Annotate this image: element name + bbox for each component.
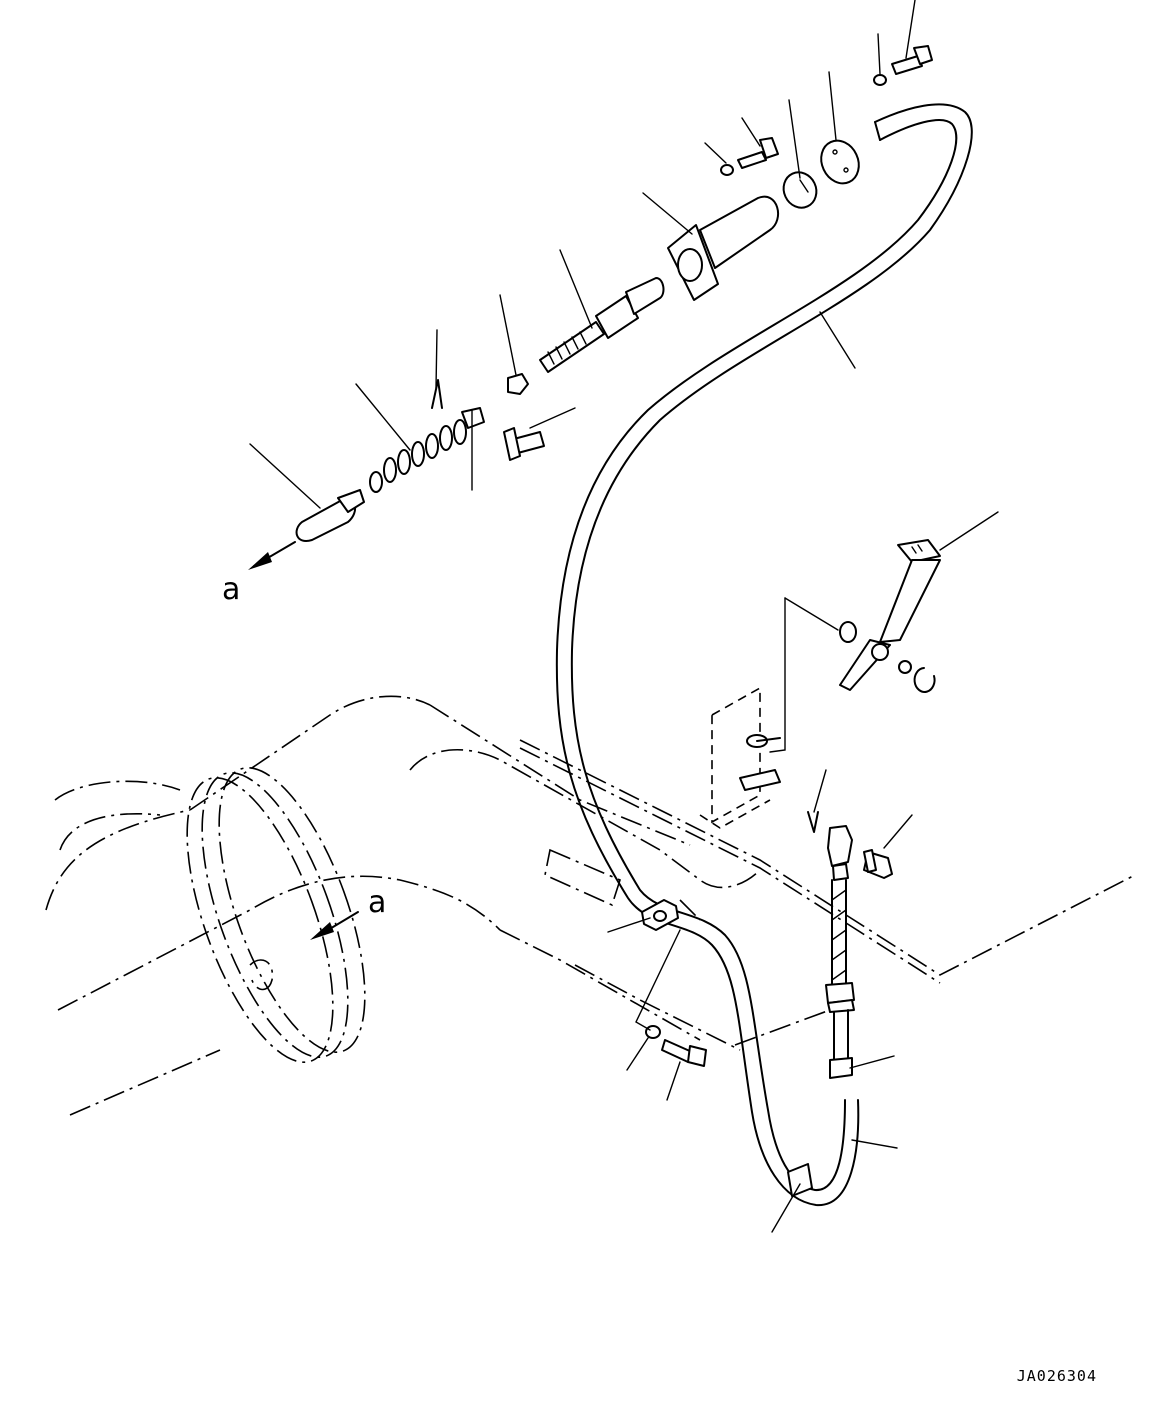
- washer-top-right: [873, 74, 887, 86]
- nut: [507, 373, 529, 395]
- cable-flange: [820, 139, 860, 185]
- leader-lines: [249, 0, 999, 1233]
- guide-tube-flange: [667, 195, 779, 301]
- retainer-plate: [782, 171, 818, 209]
- view-label-a-upper: a: [222, 572, 241, 607]
- clevis-pin: [863, 849, 893, 879]
- knob: [295, 489, 365, 542]
- bolt-top-right: [891, 45, 933, 75]
- axle-housing-outline: [45, 695, 1136, 1116]
- brake-cable: [555, 103, 973, 1207]
- view-arrow-lower: [310, 911, 359, 940]
- washer-top-left: [720, 164, 734, 176]
- cable-clamp-upper: [641, 899, 679, 931]
- cable-clamp-lower: [787, 1163, 813, 1197]
- bolt-lower: [661, 1039, 707, 1067]
- drawing-code: JA026304: [1016, 1367, 1097, 1385]
- bolt-top-left: [737, 137, 779, 169]
- inner-cable-end: [825, 825, 855, 1079]
- cotter-pin-upper: [431, 379, 443, 409]
- spring: [369, 419, 467, 493]
- pin: [503, 427, 545, 461]
- pedal-lever: [839, 539, 941, 693]
- washer-lower: [645, 1025, 661, 1039]
- view-arrow-upper: [248, 541, 296, 570]
- cotter-pin-lower: [807, 811, 819, 833]
- threaded-rod: [539, 277, 665, 373]
- lock-piece: [461, 407, 485, 429]
- view-label-a-lower: a: [368, 885, 387, 920]
- mounting-bracket: [699, 686, 781, 829]
